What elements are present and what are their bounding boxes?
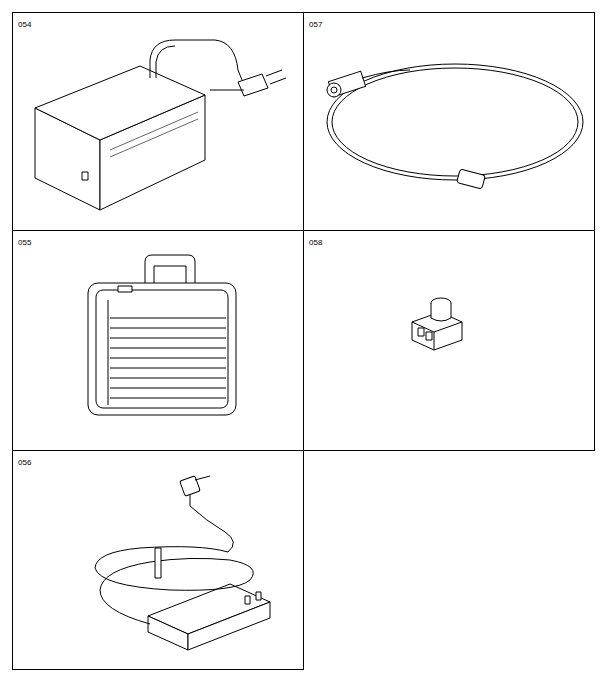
plug-adapter [412,298,462,350]
panel-box: 054 [12,12,304,231]
callout-number: 056 [17,459,32,467]
callout-number: 057 [308,21,323,29]
callout-number: 055 [17,239,32,247]
ac-adapter [95,476,270,650]
panel-box: 055 [12,230,304,451]
callout-number: 058 [308,239,323,247]
panel-box: 056 [12,450,304,670]
carrying-case [88,255,236,415]
charger-unit [35,40,286,210]
panel-box: 057 [303,12,595,231]
cable-assembly [327,64,583,189]
callout-number: 054 [17,21,32,29]
panel-box: 058 [303,230,595,451]
